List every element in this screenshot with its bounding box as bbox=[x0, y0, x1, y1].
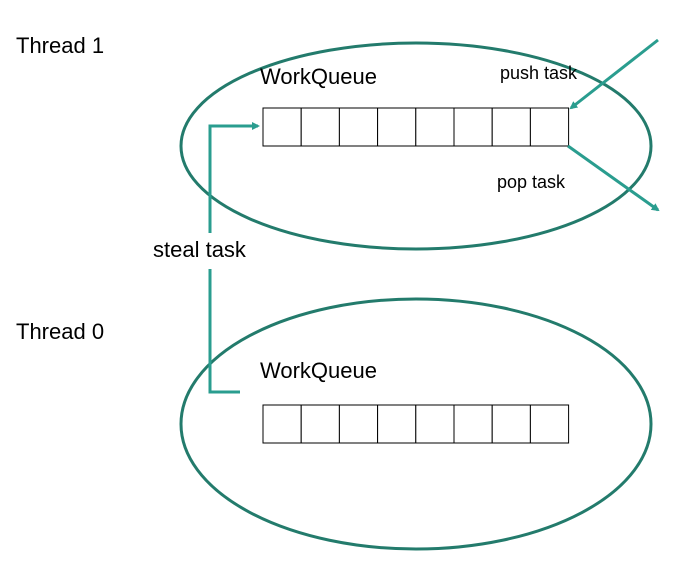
steal-task-label: steal task bbox=[153, 237, 247, 262]
thread-1-label: Thread 1 bbox=[16, 33, 104, 58]
steal-task-arrow bbox=[208, 122, 260, 233]
queue-slot bbox=[453, 404, 493, 444]
queue-slot bbox=[529, 107, 570, 147]
queue-slot bbox=[415, 107, 455, 147]
queue-slot bbox=[377, 107, 417, 147]
queue-slot bbox=[300, 404, 340, 444]
push-task-label: push task bbox=[500, 63, 578, 83]
queue-slot bbox=[262, 404, 302, 444]
queue-slot bbox=[338, 404, 379, 444]
thread-0-label: Thread 0 bbox=[16, 319, 104, 344]
steal-path-lower bbox=[208, 269, 240, 394]
thread-0-ellipse bbox=[179, 297, 653, 551]
pop-task-arrow bbox=[567, 144, 660, 212]
thread-1-ellipse bbox=[179, 41, 653, 251]
queue-slot bbox=[453, 107, 493, 147]
queue-slot bbox=[338, 107, 379, 147]
queue-slot bbox=[377, 404, 417, 444]
queue-slot bbox=[300, 107, 340, 147]
queue-slot bbox=[415, 404, 455, 444]
thread-0-queue-label: WorkQueue bbox=[260, 358, 377, 383]
thread-0-work-queue bbox=[262, 404, 570, 444]
push-task-arrow bbox=[569, 38, 659, 110]
thread-1-queue-label: WorkQueue bbox=[260, 64, 377, 89]
queue-slot bbox=[529, 404, 570, 444]
queue-slot bbox=[491, 107, 531, 147]
pop-task-label: pop task bbox=[497, 172, 566, 192]
queue-slot bbox=[262, 107, 302, 147]
thread-1-work-queue bbox=[262, 107, 570, 147]
queue-slot bbox=[491, 404, 531, 444]
